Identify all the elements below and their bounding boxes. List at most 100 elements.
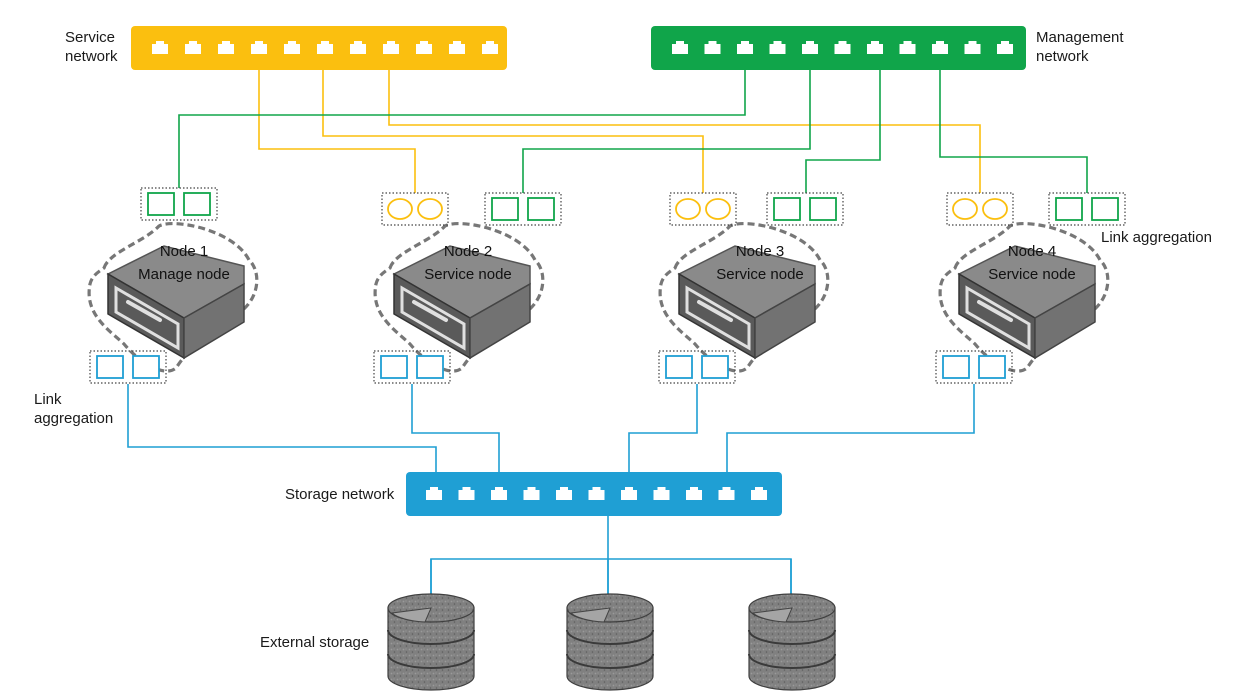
node-2-storage-ports-port-2 bbox=[416, 355, 444, 379]
storage-switch-port-icon bbox=[426, 487, 442, 500]
mgmt-switch-port-icon bbox=[704, 41, 721, 54]
server-node-3 bbox=[658, 222, 830, 373]
node-1-storage-ports-frame bbox=[89, 350, 167, 384]
service-switch-port-icon bbox=[482, 41, 498, 54]
node-1-role: Manage node bbox=[138, 266, 230, 283]
service-network-label-line-1: Service bbox=[65, 29, 116, 46]
link-aggregation-left-line-2: aggregation bbox=[34, 410, 114, 427]
service-switch-port-icon bbox=[284, 41, 300, 54]
storage-link-node-4 bbox=[726, 384, 975, 473]
service-switch-port-icon bbox=[152, 41, 168, 54]
storage-switch-port-icon bbox=[686, 487, 702, 500]
node-3-label: Node 3 Service node bbox=[695, 240, 825, 286]
server-3-panel bbox=[685, 285, 751, 351]
service-switch-port-icon bbox=[350, 41, 366, 54]
node-2-label: Node 2 Service node bbox=[403, 240, 533, 286]
node-4-service-ports-frame bbox=[946, 192, 1014, 226]
mgmt-switch-port-icon bbox=[769, 41, 786, 54]
server-2-panel bbox=[400, 285, 466, 351]
node-4-service-ports-port-2 bbox=[982, 198, 1008, 220]
disk-3-band-2 bbox=[748, 653, 836, 669]
node-2-role: Service node bbox=[424, 266, 512, 283]
node-3-storage-ports-port-2 bbox=[701, 355, 729, 379]
storage-links bbox=[127, 384, 975, 598]
node-3-mgmt-ports-port-2 bbox=[809, 197, 837, 221]
server-node-1 bbox=[87, 222, 259, 373]
node-4-mgmt-ports-frame bbox=[1048, 192, 1126, 226]
server-1-panel bbox=[114, 285, 180, 351]
node-1-label: Node 1 Manage node bbox=[119, 240, 249, 286]
node-3-service-ports-port-1 bbox=[675, 198, 701, 220]
server-node-2 bbox=[373, 222, 545, 373]
server-2-slot bbox=[412, 300, 448, 322]
link-aggregation-label-right: Link aggregation bbox=[1101, 229, 1212, 246]
server-1-side bbox=[183, 282, 245, 360]
node-1-mgmt-ports-port-1 bbox=[147, 192, 175, 216]
server-3-side bbox=[754, 282, 816, 360]
disk-1-wedge bbox=[390, 607, 432, 623]
disk-2-band-1 bbox=[566, 629, 654, 645]
node-2-mgmt-ports-port-2 bbox=[527, 197, 555, 221]
server-4-slot bbox=[977, 300, 1013, 322]
disk-2-body bbox=[566, 607, 654, 691]
storage-switch-port-icon bbox=[458, 487, 475, 500]
mgmt-link-node-4 bbox=[939, 64, 1088, 193]
mgmt-link-node-2 bbox=[522, 64, 811, 193]
service-switch-port-icon bbox=[218, 41, 234, 54]
disk-1-body bbox=[387, 607, 475, 691]
management-network-label-line-2: network bbox=[1036, 48, 1089, 65]
service-links bbox=[258, 64, 981, 193]
storage-link-node-2 bbox=[411, 384, 500, 473]
disk-2-wedge bbox=[569, 607, 611, 623]
mgmt-link-node-1 bbox=[178, 64, 746, 188]
management-network-switch bbox=[651, 26, 1026, 70]
node-2-name: Node 2 bbox=[443, 243, 493, 260]
storage-switch-port-icon bbox=[523, 487, 540, 500]
node-1-storage-ports-port-1 bbox=[96, 355, 124, 379]
server-1-slot bbox=[126, 300, 162, 322]
service-network-label: Service network bbox=[65, 28, 118, 66]
storage-link-node-3 bbox=[628, 384, 698, 473]
mgmt-switch-port-icon bbox=[672, 41, 688, 54]
service-switch-port-icon bbox=[449, 41, 465, 54]
node-4-service-ports-port-1 bbox=[952, 198, 978, 220]
service-network-switch bbox=[131, 26, 507, 70]
link-aggregation-left-line-1: Link bbox=[34, 391, 62, 408]
service-link-node-2 bbox=[258, 64, 416, 193]
storage-disk-3 bbox=[748, 593, 836, 691]
node-2-mgmt-ports-port-1 bbox=[491, 197, 519, 221]
service-switch-port-icon bbox=[317, 41, 333, 54]
server-node-4 bbox=[938, 222, 1110, 373]
node-1-mgmt-ports-port-2 bbox=[183, 192, 211, 216]
storage-link-bus bbox=[430, 558, 792, 596]
mgmt-switch-port-icon bbox=[997, 41, 1013, 54]
storage-switch-port-icon bbox=[556, 487, 572, 500]
node-4-storage-ports-frame bbox=[935, 350, 1013, 384]
server-4-panel bbox=[965, 285, 1031, 351]
external-storage-label: External storage bbox=[260, 634, 370, 651]
disk-1-band-2 bbox=[387, 653, 475, 669]
disk-3-wedge bbox=[751, 607, 793, 623]
node-1-mgmt-ports-frame bbox=[140, 187, 218, 221]
mgmt-switch-port-icon bbox=[737, 41, 753, 54]
node-3-storage-ports-port-1 bbox=[665, 355, 693, 379]
node-4-storage-ports-port-2 bbox=[978, 355, 1006, 379]
node-3-service-ports-port-2 bbox=[705, 198, 731, 220]
node-3-mgmt-ports-frame bbox=[766, 192, 844, 226]
management-network-label: Management network bbox=[1036, 28, 1124, 66]
storage-switch-port-icon bbox=[718, 487, 735, 500]
node-1-name: Node 1 bbox=[159, 243, 209, 260]
mgmt-switch-port-icon bbox=[899, 41, 916, 54]
management-links bbox=[178, 64, 1088, 193]
service-network-label-line-2: network bbox=[65, 48, 118, 65]
node-3-storage-ports-frame bbox=[658, 350, 736, 384]
server-2-side bbox=[469, 282, 531, 360]
node-4-mgmt-ports-port-2 bbox=[1091, 197, 1119, 221]
service-link-node-4 bbox=[388, 64, 981, 193]
node-3-name: Node 3 bbox=[735, 243, 785, 260]
service-switch-port-icon bbox=[185, 41, 201, 54]
node-port-groups bbox=[89, 187, 1126, 384]
storage-switch-port-icon bbox=[621, 487, 637, 500]
node-3-role: Service node bbox=[716, 266, 804, 283]
node-2-storage-ports-port-1 bbox=[380, 355, 408, 379]
